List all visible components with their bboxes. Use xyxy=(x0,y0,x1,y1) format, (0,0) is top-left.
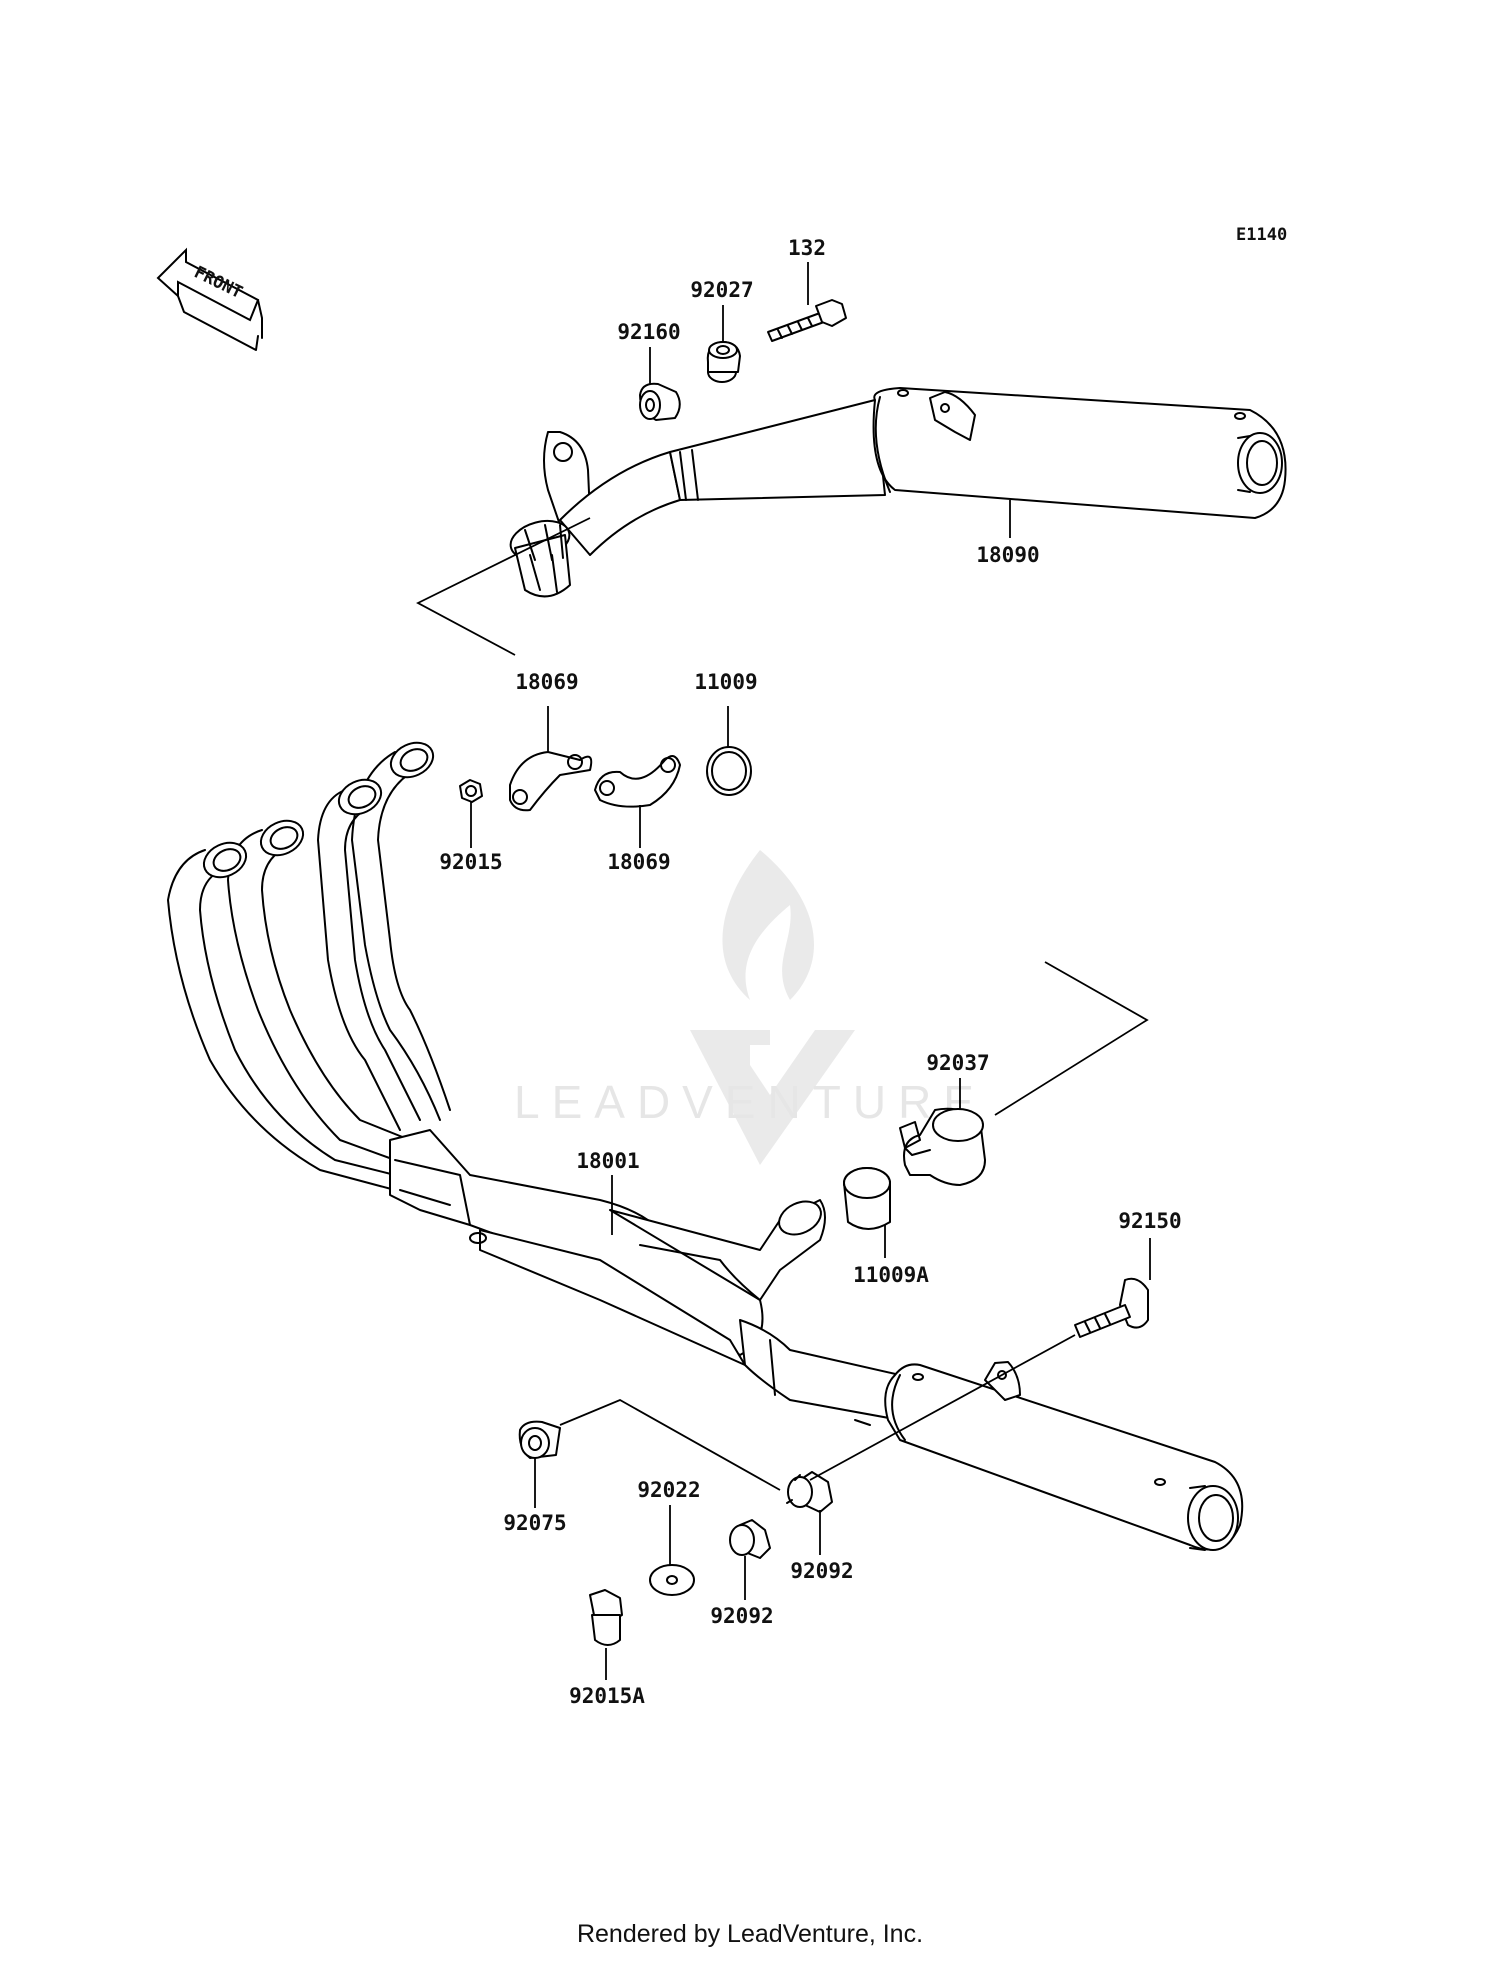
part-label-92160: 92160 xyxy=(617,320,680,344)
watermark-text: LEADVENTURE xyxy=(514,1076,986,1128)
watermark: LEADVENTURE xyxy=(514,850,986,1165)
diagram-code: E1140 xyxy=(1236,225,1287,245)
part-label-132: 132 xyxy=(788,236,826,260)
exhaust-pipe-assy-18001 xyxy=(167,741,901,1426)
part-labels: 132 92027 92160 18090 18069 11009 92015 … xyxy=(439,236,1181,1708)
part-label-92027: 92027 xyxy=(690,278,753,302)
part-label-92022: 92022 xyxy=(637,1478,700,1502)
front-arrow-icon: FRONT xyxy=(156,247,263,351)
part-label-18069-lower: 18069 xyxy=(607,850,670,874)
part-label-92092-right: 92092 xyxy=(790,1559,853,1583)
damper-92092-right xyxy=(786,1471,833,1513)
part-label-18001: 18001 xyxy=(576,1149,639,1173)
clamp-92037 xyxy=(899,1107,986,1186)
nut-92015 xyxy=(459,779,483,803)
damper-92092-left xyxy=(729,1519,771,1559)
bolt-132 xyxy=(767,299,847,342)
muffler-right-18090 xyxy=(509,387,1287,598)
grommet-92160 xyxy=(639,382,681,421)
part-label-11009A: 11009A xyxy=(853,1263,929,1287)
leader-lines xyxy=(416,262,1151,1680)
part-label-18069-upper: 18069 xyxy=(515,670,578,694)
gasket-11009 xyxy=(706,746,752,796)
collar-92027 xyxy=(706,341,741,383)
collar-92075 xyxy=(518,1420,561,1459)
muffler-left xyxy=(884,1361,1244,1551)
sleeve-11009A xyxy=(843,1167,891,1230)
bolt-92150 xyxy=(1074,1277,1149,1338)
part-label-11009: 11009 xyxy=(694,670,757,694)
clamp-18069-lower xyxy=(594,755,681,808)
clamp-18069-upper xyxy=(509,751,593,812)
part-label-92015A: 92015A xyxy=(569,1684,645,1708)
part-label-92150: 92150 xyxy=(1118,1209,1181,1233)
part-label-92037: 92037 xyxy=(926,1051,989,1075)
damper-92022 xyxy=(649,1564,695,1596)
footer-credit: Rendered by LeadVenture, Inc. xyxy=(576,1920,924,1948)
part-label-92075: 92075 xyxy=(503,1511,566,1535)
part-label-92092-left: 92092 xyxy=(710,1604,773,1628)
part-label-92015: 92015 xyxy=(439,850,502,874)
bolt-92015A xyxy=(589,1589,623,1646)
part-label-18090: 18090 xyxy=(976,543,1039,567)
